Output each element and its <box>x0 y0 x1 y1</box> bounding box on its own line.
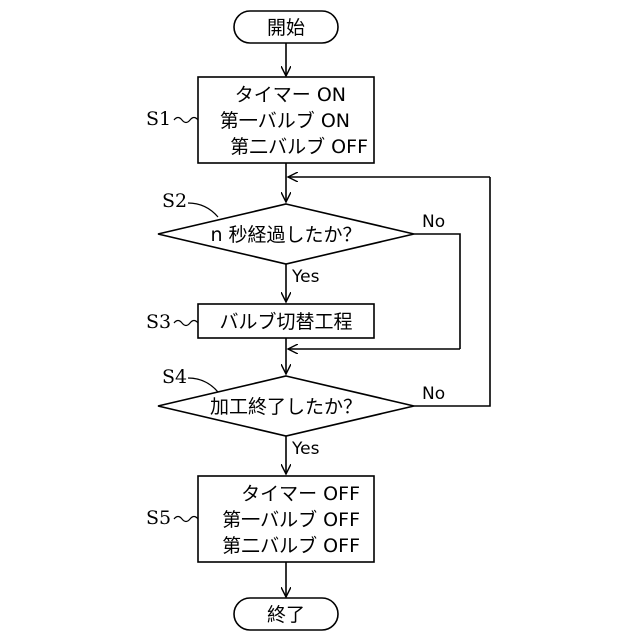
s2-question: n 秒経過したか？ <box>210 224 361 246</box>
s5-line-1: タイマー OFF <box>241 483 360 505</box>
s5-leader <box>174 517 198 522</box>
start-text: 開始 <box>267 17 305 39</box>
end-text: 終了 <box>267 604 305 626</box>
s4-leader <box>188 378 218 392</box>
s5-step-label: S5 <box>146 507 171 529</box>
s1-step-label: S1 <box>146 108 171 130</box>
s4-yes-label: Yes <box>291 439 320 459</box>
s2-no-label: No <box>422 212 445 232</box>
s2-yes-label: Yes <box>291 267 320 287</box>
s4-question: 加工終了したか？ <box>210 396 362 418</box>
s3-leader <box>174 321 198 326</box>
s5-line-3: 第二バルブ OFF <box>222 534 360 557</box>
s3-text: バルブ切替工程 <box>219 310 352 333</box>
s2-no-path <box>414 234 460 349</box>
s1-line-1: タイマー ON <box>235 84 346 106</box>
s5-line-2: 第一バルブ OFF <box>222 508 360 531</box>
s1-leader <box>174 118 198 123</box>
s2-leader <box>188 203 218 217</box>
s1-line-3: 第二バルブ OFF <box>230 135 368 158</box>
s2-step-label: S2 <box>162 190 187 212</box>
s4-no-label: No <box>422 384 445 404</box>
s1-line-2: 第一バルブ ON <box>220 109 350 132</box>
s4-step-label: S4 <box>162 366 187 388</box>
s3-step-label: S3 <box>146 311 171 333</box>
